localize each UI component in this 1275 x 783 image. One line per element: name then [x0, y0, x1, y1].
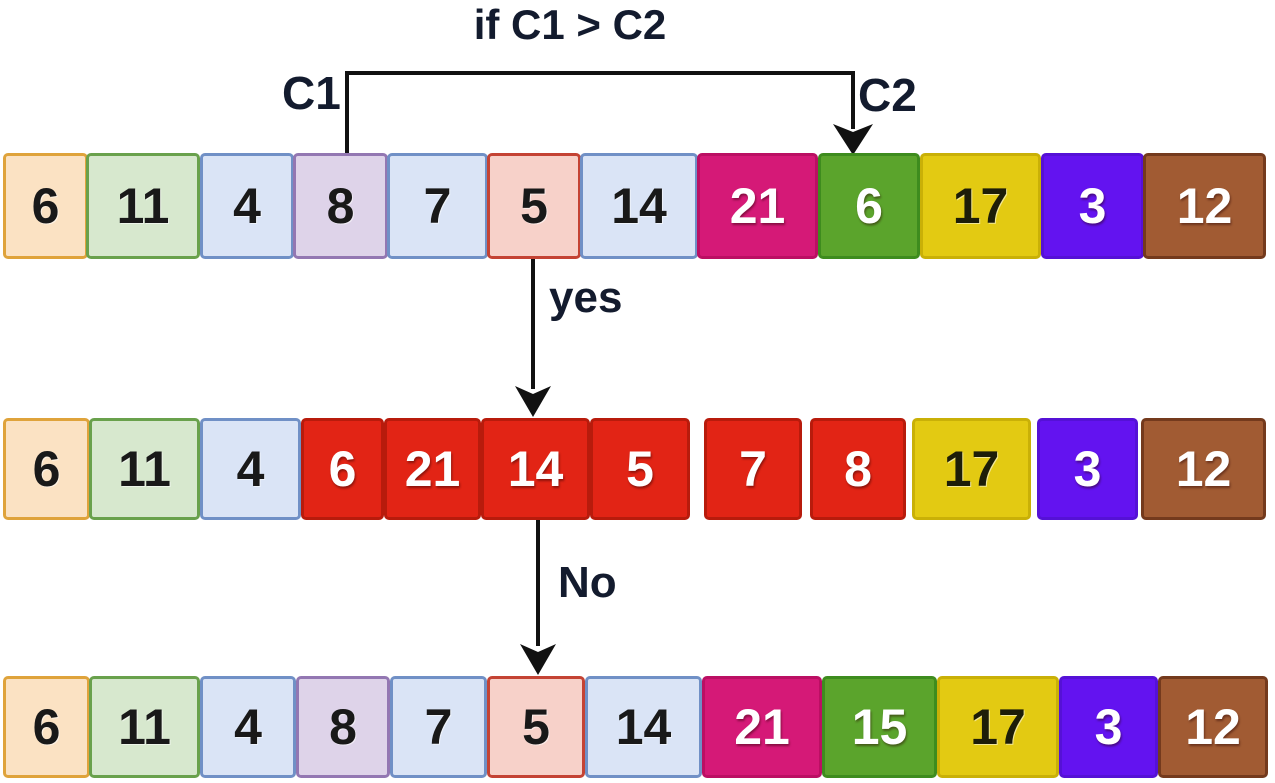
cell-value: 4: [236, 441, 265, 497]
array-cell: 11: [86, 153, 200, 259]
yes-branch-label: yes: [549, 273, 623, 322]
cell-value: 15: [851, 699, 908, 755]
array-cell: 14: [585, 676, 702, 778]
no-branch-label: No: [558, 558, 617, 607]
array-cell: 14: [580, 153, 698, 259]
cell-value: 5: [626, 441, 654, 497]
cell-value: 17: [970, 699, 1026, 755]
no-arrow-line: [536, 520, 540, 646]
array-cell: 15: [822, 676, 937, 778]
array-cell: 5: [487, 153, 581, 259]
array-cell: 5: [487, 676, 585, 778]
array-cell: 21: [697, 153, 818, 259]
cell-value: 11: [118, 441, 171, 497]
array-cell: 3: [1041, 153, 1144, 259]
cell-value: 12: [1175, 441, 1232, 497]
array-cell: 12: [1141, 418, 1266, 520]
array-cell: 6: [301, 418, 384, 520]
cell-value: 21: [729, 178, 786, 234]
no-arrowhead-down-icon: [520, 644, 556, 675]
array-cell: 17: [912, 418, 1031, 520]
cell-value: 14: [615, 699, 672, 755]
array-cell: 3: [1059, 676, 1158, 778]
cell-value: 11: [116, 178, 170, 234]
array-cell: 6: [3, 153, 88, 259]
c2-pointer-label: C2: [858, 69, 917, 121]
array-cell: 12: [1158, 676, 1268, 778]
cell-value: 12: [1185, 699, 1241, 755]
cell-value: 17: [952, 178, 1009, 234]
array-cell: 11: [89, 418, 200, 520]
array-cell: 14: [481, 418, 590, 520]
comparison-bracket-c2-line: [851, 71, 855, 129]
cell-value: 3: [1094, 699, 1123, 755]
cell-value: 7: [739, 441, 767, 497]
array-row-after-swap: 6 11 4 6 21 14 5 7 8 17 3 12: [0, 418, 1275, 520]
cell-value: 6: [32, 441, 61, 497]
cell-value: 6: [32, 699, 61, 755]
condition-label: if C1 > C2: [473, 1, 667, 48]
cell-value: 8: [329, 699, 357, 755]
array-cell: 8: [296, 676, 390, 778]
cell-value: 6: [855, 178, 883, 234]
cell-value: 4: [233, 178, 261, 234]
array-cell: 6: [3, 418, 90, 520]
cell-value: 14: [507, 441, 564, 497]
c1-pointer-label: C1: [282, 67, 341, 119]
array-cell: 7: [704, 418, 802, 520]
array-cell: 17: [937, 676, 1059, 778]
array-cell: 4: [200, 418, 301, 520]
yes-arrowhead-down-icon: [515, 386, 551, 417]
cell-value: 5: [520, 178, 548, 234]
array-cell: 8: [293, 153, 388, 259]
cell-value: 11: [118, 699, 171, 755]
array-cell: 6: [3, 676, 90, 778]
array-cell: 4: [200, 153, 294, 259]
cell-value: 21: [734, 699, 790, 755]
comparison-bracket-top-line: [345, 71, 855, 75]
array-cell: 21: [702, 676, 822, 778]
cell-value: 4: [234, 699, 262, 755]
array-cell: 17: [920, 153, 1041, 259]
cell-value: 7: [424, 699, 453, 755]
array-cell: 21: [384, 418, 481, 520]
cell-value: 8: [844, 441, 872, 497]
array-row-initial: 6 11 4 8 7 5 14 21 6 17 3 12: [0, 153, 1275, 259]
cell-value: 5: [522, 699, 550, 755]
cell-value: 7: [423, 178, 452, 234]
cell-value: 21: [404, 441, 461, 497]
c2-arrowhead-down-icon: [833, 124, 873, 155]
cell-value: 17: [943, 441, 1000, 497]
array-cell: 4: [200, 676, 296, 778]
array-cell: 8: [810, 418, 906, 520]
array-cell: 7: [387, 153, 488, 259]
array-cell: 5: [590, 418, 690, 520]
cell-value: 6: [31, 178, 60, 234]
array-cell: 11: [89, 676, 200, 778]
cell-value: 12: [1176, 178, 1233, 234]
comparison-bracket-c1-line: [345, 71, 349, 155]
cell-value: 3: [1078, 178, 1107, 234]
yes-arrow-line: [531, 259, 535, 389]
cell-value: 6: [328, 441, 357, 497]
array-row-final: 6 11 4 8 7 5 14 21 15 17 3 12: [0, 676, 1275, 778]
array-cell: 6: [818, 153, 920, 259]
cell-value: 8: [326, 178, 355, 234]
cell-value: 14: [611, 178, 667, 234]
cell-value: 3: [1073, 441, 1102, 497]
array-cell: 3: [1037, 418, 1138, 520]
array-cell: 7: [390, 676, 487, 778]
array-cell: 12: [1143, 153, 1266, 259]
